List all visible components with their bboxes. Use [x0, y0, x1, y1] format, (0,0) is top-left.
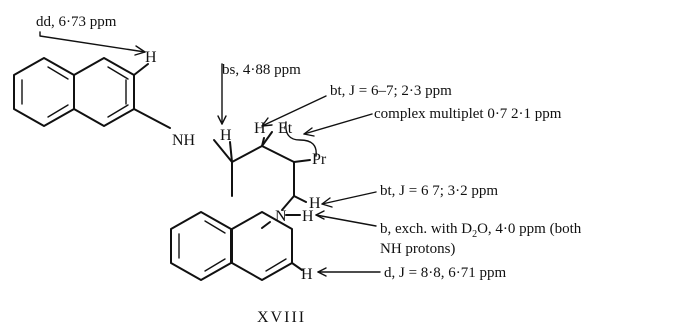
top-naphthalene-inner-bond	[107, 66, 129, 80]
annotation-complex: complex multiplet 0·7 2·1 ppm	[374, 106, 562, 122]
compound-label: XVIII	[257, 309, 306, 326]
annotation-bt1: bt, J = 6–7; 2·3 ppm	[330, 83, 452, 99]
arrow-dd-head	[134, 45, 146, 56]
bond-ring-to-et	[261, 131, 273, 147]
top-naphthalene-inner-bond	[47, 104, 69, 118]
arrow-complex-head	[303, 127, 315, 137]
bottom-naphthalene-inner-bond	[204, 220, 226, 234]
annotation-bt2: bt, J = 6 7; 3·2 ppm	[380, 183, 498, 199]
top-naphthalene	[13, 57, 171, 129]
bottom-naphthalene-inner-bond	[265, 258, 287, 272]
nmr-annotations: dd, 6·73 ppm bs, 4·88 ppm bt, J = 6–7; 2…	[36, 14, 582, 281]
atom-h-bottom: H	[301, 266, 313, 283]
bottom-naphthalene-ring-right	[231, 211, 293, 281]
annotation-d: d, J = 8·8, 6·71 ppm	[384, 265, 507, 281]
top-naphthalene-ring-left	[13, 57, 75, 127]
bond-ring-to-h-bottom	[291, 262, 303, 271]
bottom-naphthalene-ring-left	[170, 211, 232, 281]
brace-complex	[285, 121, 317, 157]
atom-h-nh: H	[302, 208, 314, 225]
annotation-bs: bs, 4·88 ppm	[222, 62, 301, 78]
atom-nh: NH	[172, 132, 196, 149]
atom-n: N	[275, 208, 287, 225]
annotation-b: b, exch. with D2O, 4·0 ppm (both	[380, 221, 582, 240]
bond-ring-to-pr	[293, 159, 311, 163]
arrow-b	[315, 214, 377, 227]
bottom-naphthalene	[170, 211, 303, 281]
top-naphthalene-inner-bond	[47, 66, 69, 80]
atom-h-left: H	[220, 127, 232, 144]
annotation-b-line2: NH protons)	[380, 241, 455, 257]
bond-ring-to-nh	[133, 108, 171, 129]
arrow-bt1	[261, 95, 327, 127]
annotation-b-prefix: b, exch. with D	[380, 221, 472, 237]
arrow-b-head	[315, 210, 325, 220]
atom-pr: Pr	[312, 151, 327, 168]
arrow-bs-head	[217, 115, 227, 125]
top-naphthalene-inner-bond	[107, 104, 129, 118]
bond-ring-to-n	[281, 195, 295, 211]
annotation-b-subscript: 2	[472, 229, 477, 240]
atom-labels: H NH H H Et Pr H N H H	[145, 49, 327, 283]
ring-bonds	[231, 145, 295, 197]
bond-n-to-ring	[261, 221, 271, 229]
arrow-bt2-head	[321, 197, 333, 208]
top-naphthalene-ring-right	[73, 57, 135, 127]
annotation-arrows	[39, 31, 381, 277]
bond-ring-to-h-right	[293, 195, 307, 203]
bottom-naphthalene-inner-bond	[204, 258, 226, 272]
arrow-dd	[39, 31, 146, 53]
bond-ring-to-h-left	[229, 141, 233, 163]
atom-h-top: H	[145, 49, 157, 66]
atom-h-right: H	[309, 195, 321, 212]
bond-ring-to-h	[133, 63, 149, 76]
arrow-d-head	[317, 267, 327, 277]
arrow-bt2	[321, 191, 377, 205]
annotation-dd: dd, 6·73 ppm	[36, 14, 117, 30]
bond-nh-to-ring	[213, 139, 233, 163]
arrow-complex	[303, 113, 373, 135]
arrow-bt1-head	[261, 117, 273, 127]
annotation-b-suffix: O, 4·0 ppm (both	[477, 221, 582, 237]
piperidine-ring	[213, 131, 311, 229]
